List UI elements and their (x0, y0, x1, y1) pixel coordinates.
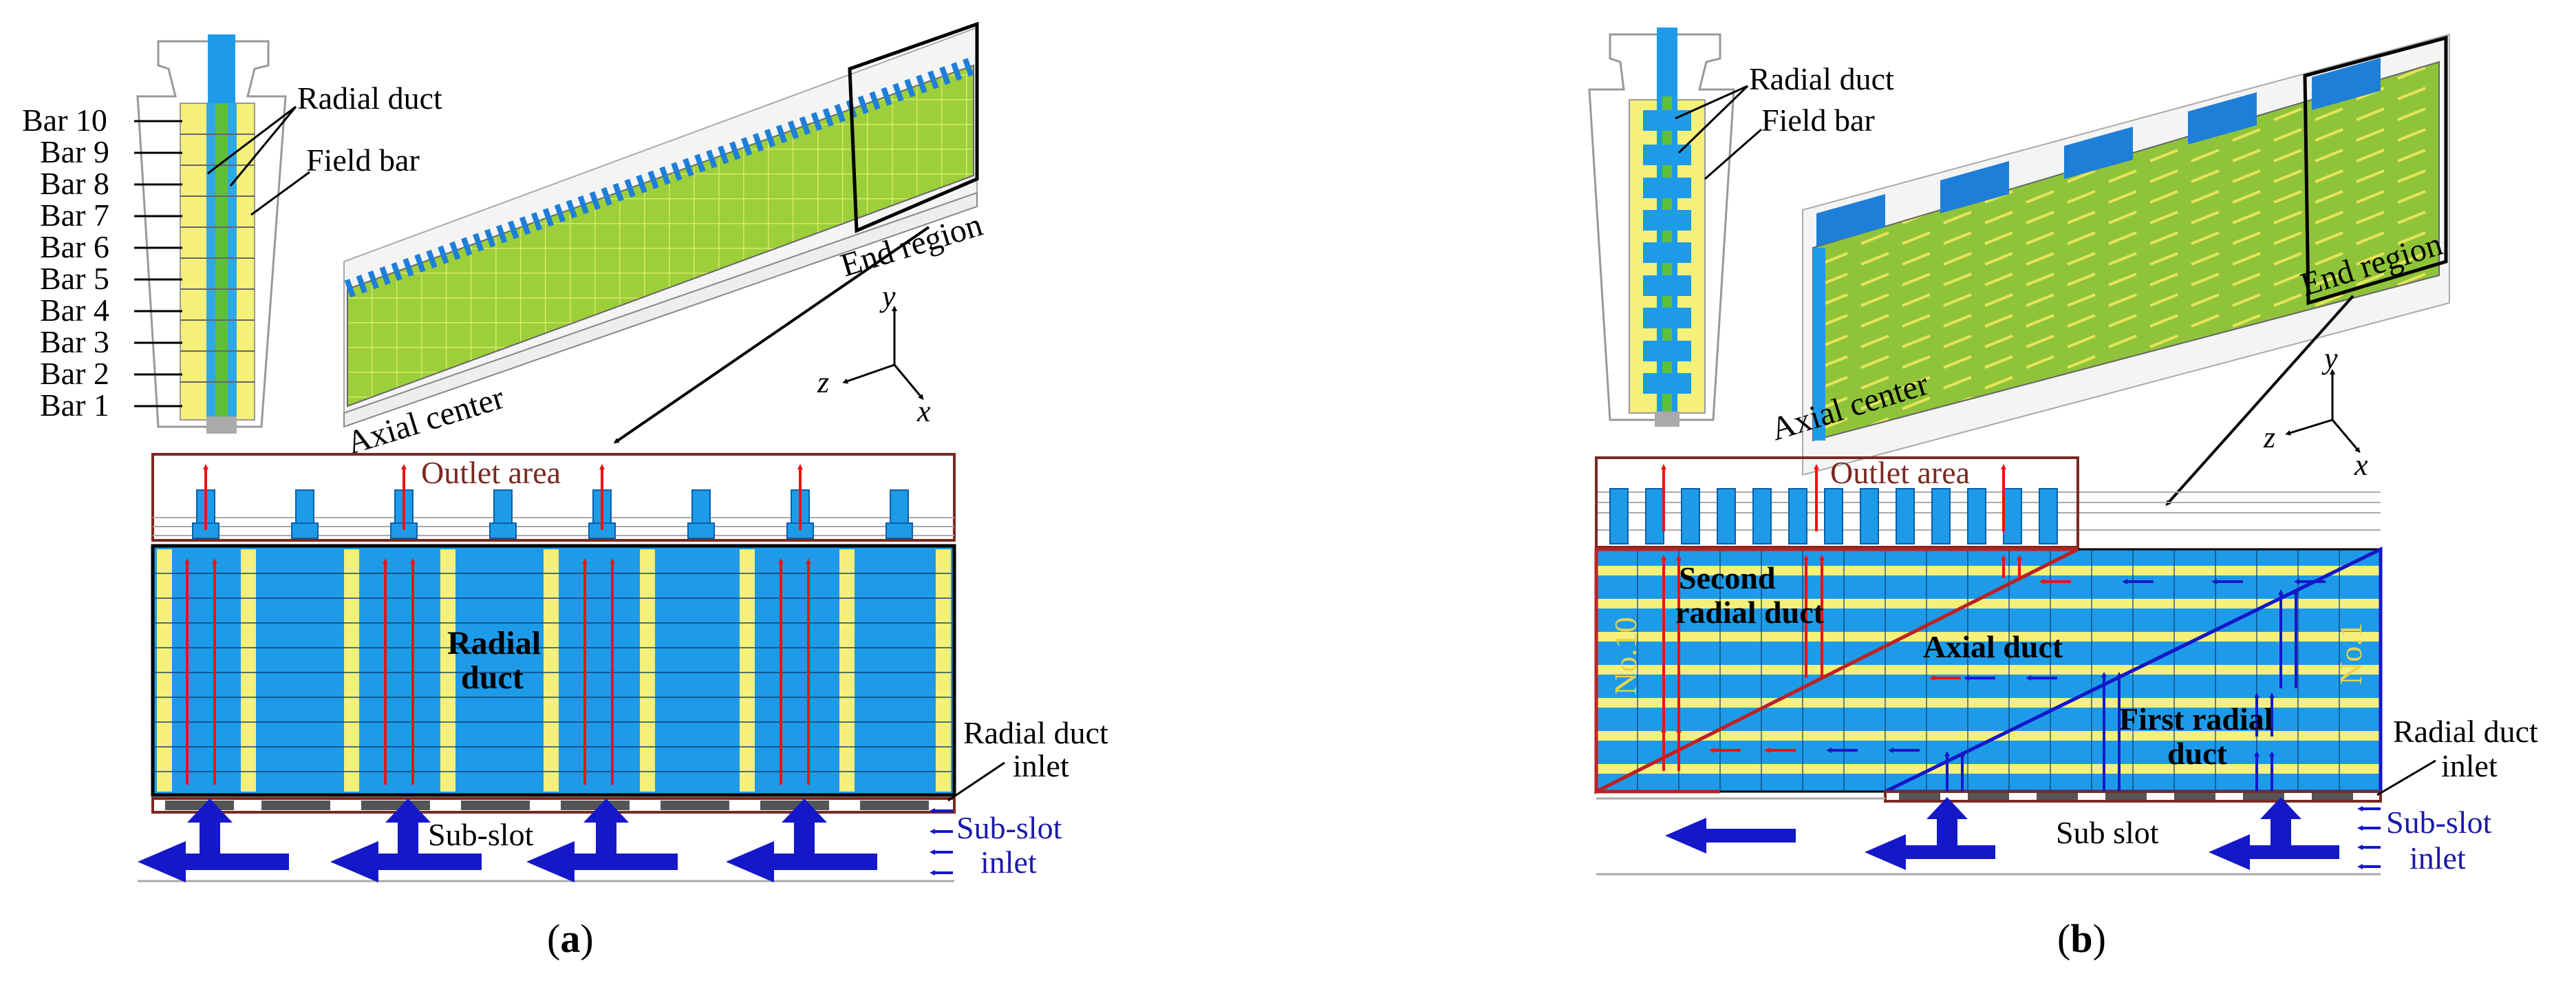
end-region-pointer-b (2165, 295, 2354, 506)
sub-slot-b: Sub slot Sub-slot inlet (1596, 793, 2492, 876)
sub-slot-inlet-label-a-1: Sub-slot (956, 810, 1062, 845)
radial-duct-label-b: Radial duct (1749, 61, 1894, 96)
slot-cross-section-b (1588, 28, 1735, 427)
radial-duct-inlet-label-a-2: inlet (1013, 748, 1069, 783)
radial-duct-inlet-label-a-1: Radial duct (963, 715, 1108, 750)
bar-label: Bar 9 (40, 134, 109, 169)
axial-duct-label: Axial duct (1923, 629, 2063, 664)
sub-slot-inlet-label-b-2: inlet (2409, 840, 2466, 876)
radial-duct-inlet-label-b-1: Radial duct (2393, 714, 2538, 749)
radial-duct-center-label-2: duct (461, 659, 524, 696)
bar-label: Bar 8 (40, 166, 109, 201)
sub-slot-inlet-label-b-1: Sub-slot (2386, 805, 2492, 840)
bar-labels: Bar 10 Bar 9 Bar 8 Bar 7 Bar 6 Bar 5 Bar… (22, 103, 182, 423)
caption-b-letter: b (2070, 916, 2093, 961)
bar-label: Bar 1 (40, 388, 109, 423)
sub-slot-label-b: Sub slot (2056, 815, 2159, 850)
bar-label: Bar 3 (40, 324, 109, 359)
leader-lines-b (1675, 85, 1762, 180)
axis-z-a: z (817, 366, 829, 399)
radial-duct-inlet-leader-b (2376, 759, 2436, 796)
bar-label: Bar 10 (22, 103, 107, 138)
axes-triad-a (842, 306, 924, 401)
slot-cross-section-a (136, 34, 287, 434)
sub-slot-label-a: Sub-slot (428, 817, 534, 852)
second-radial-duct-label-1: Second (1679, 560, 1776, 595)
bar-label: Bar 5 (40, 261, 109, 296)
bar-label: Bar 6 (40, 229, 109, 264)
radial-duct-center-label-1: Radial (447, 625, 541, 661)
axes-triad-b (2285, 369, 2361, 454)
no1-label: No.1 (2333, 622, 2368, 685)
radial-duct-inlet-leader-a (947, 761, 1005, 802)
panel-b: Radial duct Field bar End region Axial c… (1588, 28, 2538, 876)
first-radial-duct-label-1: First radial (2119, 701, 2273, 737)
axis-y-b: y (2321, 341, 2338, 375)
second-radial-duct-label-2: radial duct (1675, 595, 1825, 630)
panel-a: Bar 10 Bar 9 Bar 8 Bar 7 Bar 6 Bar 5 Bar… (22, 21, 1108, 882)
axis-z-b: z (2263, 421, 2275, 454)
end-region-pointer-a (613, 226, 930, 444)
first-radial-duct-label-2: duct (2167, 736, 2228, 771)
outlet-area-b: Outlet area (1595, 455, 2381, 549)
axis-x-a: x (916, 394, 931, 428)
caption-a: (a) (547, 916, 594, 961)
bar-label: Bar 4 (40, 293, 109, 328)
caption-b: (b) (2057, 916, 2106, 961)
bar-label: Bar 2 (40, 356, 109, 391)
axis-y-a: y (879, 279, 896, 313)
outlet-area-label-a: Outlet area (421, 455, 561, 490)
sub-slot-inlet-label-a-2: inlet (980, 845, 1037, 880)
caption-a-letter: a (560, 916, 581, 961)
duct-region-b: Second radial duct Axial duct First radi… (1594, 546, 2383, 803)
bar-label: Bar 7 (40, 198, 109, 233)
radial-duct-region-a: Radial duct (151, 544, 956, 797)
field-bar-label-b: Field bar (1761, 103, 1875, 138)
radial-duct-inlet-label-b-2: inlet (2441, 748, 2498, 783)
leader-lines-a (207, 105, 310, 216)
outlet-area-a: Outlet area (151, 453, 956, 542)
radial-duct-label-a: Radial duct (297, 81, 442, 116)
field-bar-label-a: Field bar (306, 142, 420, 178)
outlet-area-label-b: Outlet area (1830, 455, 1970, 490)
axis-x-b: x (2354, 448, 2368, 482)
3d-slot-model-a (343, 21, 979, 428)
no10-label: No.10 (1608, 617, 1643, 695)
sub-slot-a: Sub-slot Sub-slot inlet (138, 797, 1062, 882)
3d-slot-model-b (1802, 33, 2450, 476)
